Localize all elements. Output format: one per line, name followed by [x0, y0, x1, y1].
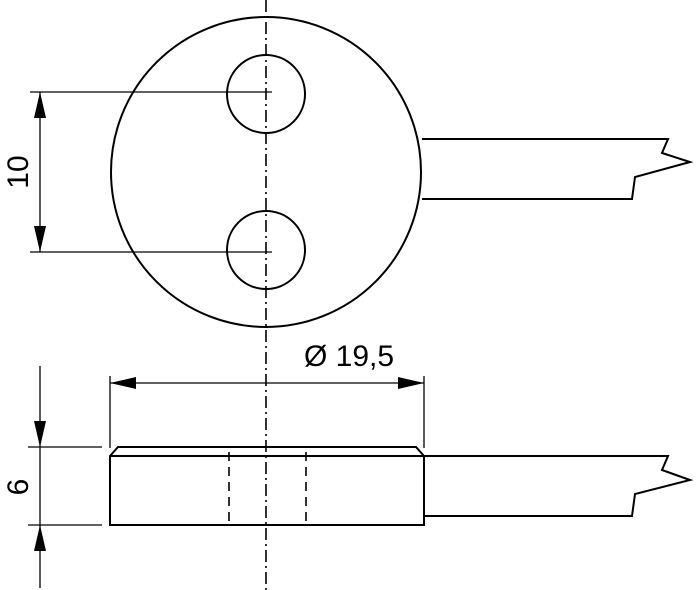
arrowhead-right [398, 377, 424, 389]
hole-spacing-label: 10 [2, 155, 35, 188]
thickness-label: 6 [2, 479, 35, 496]
arrowhead-thick-up [34, 525, 46, 551]
arrowhead-down [34, 226, 46, 252]
arrowhead-left [110, 377, 136, 389]
side-view: Ø 19,5 6 [2, 340, 694, 588]
diameter-label: Ø 19,5 [304, 340, 394, 373]
cable-top-view [422, 138, 694, 200]
top-view: 10 [2, 16, 694, 328]
arrowhead-thick-down [34, 421, 46, 447]
arrowhead-up [34, 92, 46, 118]
cable-side-view [424, 455, 694, 517]
disc-outline-side [109, 446, 425, 526]
